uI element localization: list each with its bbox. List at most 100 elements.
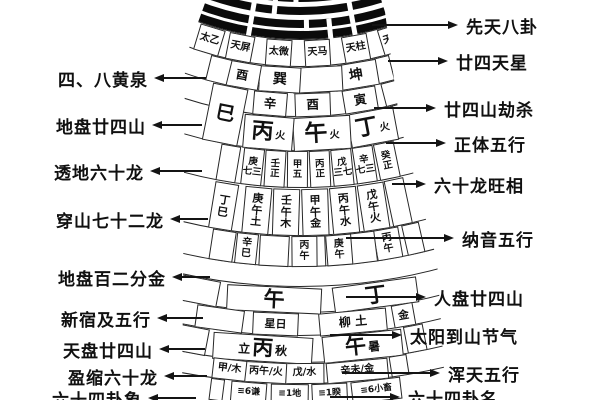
arrow-line bbox=[372, 24, 448, 26]
xiantian-bagua-trigram-arc bbox=[182, 0, 446, 39]
ring-yingsuo-60long-cell: 丙午/火 bbox=[244, 360, 288, 385]
cell-line: 金 bbox=[309, 216, 321, 231]
ring-toudi-60long-cell: 庚七三 bbox=[239, 147, 265, 187]
arrow-line bbox=[169, 348, 205, 350]
arrow-line bbox=[342, 372, 430, 374]
arrowhead-right-icon bbox=[390, 393, 400, 400]
ring-yingsuo-60long-cell: 戊/水 bbox=[284, 362, 325, 385]
cell-line: 正 bbox=[381, 158, 394, 172]
cell-part: 火 bbox=[329, 129, 340, 142]
right-label-row: 六十四卦名 bbox=[330, 385, 498, 400]
left-label-row: 盈缩六十龙 bbox=[0, 364, 207, 389]
arrowhead-right-icon bbox=[448, 21, 458, 29]
cell-line: 丙 bbox=[299, 239, 310, 252]
ring-chuanshan-72long-cell: 庚午土 bbox=[240, 185, 272, 236]
arrow-line bbox=[158, 397, 196, 399]
ring-dipan-120-fenjin-cell bbox=[258, 234, 290, 268]
ring-annotation-label: 六十龙旺相 bbox=[434, 176, 524, 197]
arrow-line bbox=[330, 334, 392, 336]
arrowhead-left-icon bbox=[152, 121, 162, 129]
arrowhead-left-icon bbox=[157, 314, 167, 322]
cell-line: 巳 bbox=[216, 204, 230, 220]
right-label-row: 人盘廿四山 bbox=[346, 285, 524, 310]
ring-dipan-24shan-cell: 丙火 bbox=[242, 113, 295, 152]
right-label-row: 廿四山劫杀 bbox=[374, 96, 534, 121]
ring-64-gua-cell: ≡6谦 bbox=[229, 380, 268, 400]
cell-line: 火 bbox=[368, 210, 382, 226]
right-label-row: 纳音五行 bbox=[346, 226, 534, 251]
arrow-line bbox=[160, 170, 202, 172]
ring-64-gua-cell bbox=[208, 377, 226, 400]
ring-toudi-60long-cell: 壬正 bbox=[262, 149, 287, 188]
cell-part: 午 bbox=[303, 120, 329, 148]
ring-annotation-label: 廿四山劫杀 bbox=[444, 100, 534, 121]
ring-toudi-60long-cell: 戊三七 bbox=[329, 148, 355, 187]
ring-chuanshan-72long-cell: 壬午木 bbox=[271, 188, 300, 237]
arrow-line bbox=[392, 183, 416, 185]
ring-annotation-label: 穿山七十二龙 bbox=[56, 211, 164, 232]
cell-line: 巳 bbox=[240, 247, 252, 260]
arrow-line bbox=[346, 237, 444, 239]
right-label-row: 先天八卦 bbox=[372, 13, 538, 38]
right-label-row: 六十龙旺相 bbox=[392, 172, 524, 197]
left-label-row: 地盘廿四山 bbox=[0, 113, 202, 138]
trigram-line-gap bbox=[292, 0, 299, 6]
ring-dipan-120-fenjin-cell bbox=[208, 228, 237, 263]
arrowhead-right-icon bbox=[416, 293, 426, 301]
arrow-line bbox=[167, 317, 203, 319]
trigram-line-gap bbox=[303, 18, 309, 31]
left-label-row: 四、八黄泉 bbox=[0, 66, 206, 91]
ring-annotation-label: 纳音五行 bbox=[462, 230, 534, 251]
cell-line: 七三 bbox=[354, 162, 376, 176]
ring-xinxiu-wuxing-cell: 星日 bbox=[252, 311, 299, 337]
ring-dipan-120-fenjin-cell: 丙午 bbox=[291, 235, 318, 268]
arrowhead-left-icon bbox=[164, 372, 174, 380]
ring-annotation-label: 天盘廿四山 bbox=[63, 341, 153, 362]
arrow-line bbox=[330, 396, 390, 398]
arrowhead-right-icon bbox=[438, 57, 448, 65]
right-label-row: 正体五行 bbox=[386, 131, 526, 156]
arrow-line bbox=[388, 60, 438, 62]
left-label-row: 天盘廿四山 bbox=[0, 337, 205, 362]
cell-line: 正 bbox=[269, 167, 280, 180]
cell-part: 丙 bbox=[251, 335, 275, 361]
ring-dipan-24shan-cell: 午火 bbox=[292, 114, 352, 152]
left-label-row: 穿山七十二龙 bbox=[0, 207, 208, 232]
cell-part: 丙 bbox=[250, 118, 275, 146]
arrow-line bbox=[346, 296, 416, 298]
ring-annotation-label: 盈缩六十龙 bbox=[68, 368, 158, 389]
ring-64-gua-cell: ≡1地 bbox=[270, 383, 309, 400]
arrowhead-right-icon bbox=[430, 369, 440, 377]
ring-24-tianxing-cell: 天马 bbox=[303, 38, 332, 68]
ring-bagua-huangquan-cell: 巽 bbox=[258, 65, 302, 94]
cell-line: 木 bbox=[279, 216, 291, 231]
arrowhead-left-icon bbox=[159, 345, 169, 353]
arrow-line bbox=[162, 124, 202, 126]
cell-line: 土 bbox=[249, 214, 262, 229]
cell-part: 秋 bbox=[274, 343, 288, 359]
right-label-row: 太阳到山节气 bbox=[330, 323, 518, 348]
arrow-line bbox=[164, 77, 206, 79]
arrow-line bbox=[180, 218, 208, 220]
ring-annotation-label: 地盘百二分金 bbox=[58, 269, 166, 290]
ring-annotation-label: 先天八卦 bbox=[466, 17, 538, 38]
ring-annotation-label: 太阳到山节气 bbox=[410, 327, 518, 348]
ring-24-tianxing-cell: 太微 bbox=[264, 38, 293, 68]
left-label-row: 地盘百二分金 bbox=[0, 265, 210, 290]
ring-dipan-120-fenjin-cell: 辛巳 bbox=[233, 232, 260, 266]
left-label-row: 透地六十龙 bbox=[0, 159, 202, 184]
arrow-line bbox=[182, 276, 210, 278]
ring-toudi-60long-cell: 甲五 bbox=[286, 150, 308, 189]
arrowhead-left-icon bbox=[172, 273, 182, 281]
arrowhead-right-icon bbox=[416, 180, 426, 188]
cell-part: 立 bbox=[237, 341, 251, 356]
left-label-row: 新宿及五行 bbox=[0, 306, 203, 331]
cell-part: 火 bbox=[274, 130, 286, 143]
right-label-row: 廿四天星 bbox=[388, 49, 528, 74]
arrowhead-left-icon bbox=[148, 394, 158, 400]
ring-annotation-label: 浑天五行 bbox=[448, 365, 520, 386]
arrowhead-left-icon bbox=[150, 167, 160, 175]
cell-line: 五 bbox=[292, 168, 302, 180]
arrowhead-left-icon bbox=[170, 215, 180, 223]
